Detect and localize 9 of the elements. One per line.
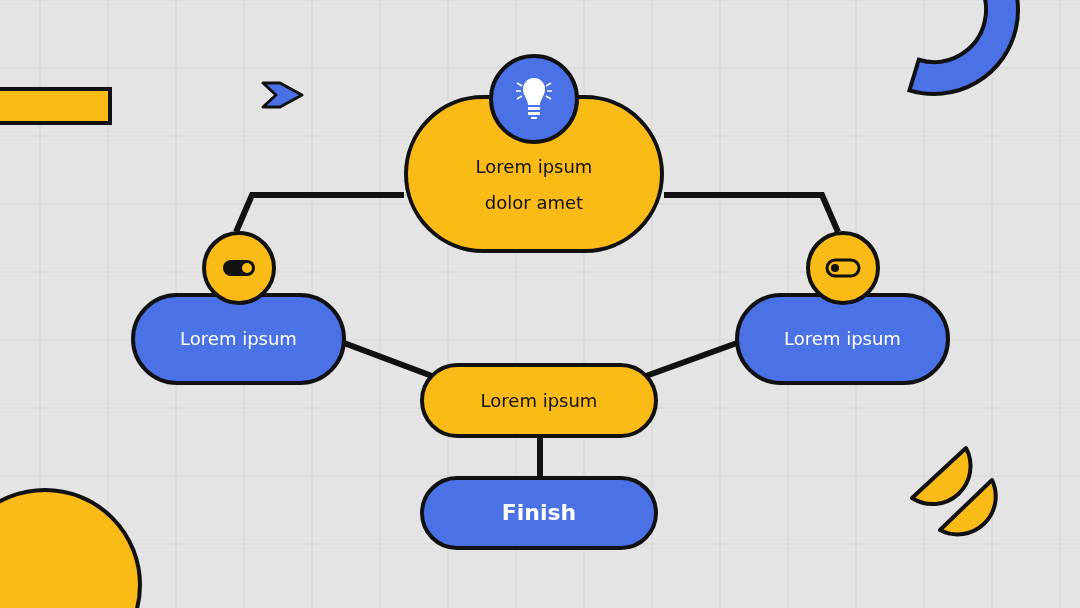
rounded-pill [420,363,658,438]
node-label: Lorem ipsum [784,327,901,351]
connector-line [537,438,543,476]
connector-line [664,192,841,234]
node-label: Lorem ipsum [180,327,297,351]
node-label: Lorem ipsum dolor amet [474,155,594,215]
node-label: Finish [501,499,577,527]
node-label: Lorem ipsum [480,388,598,413]
connector-line [233,192,404,234]
